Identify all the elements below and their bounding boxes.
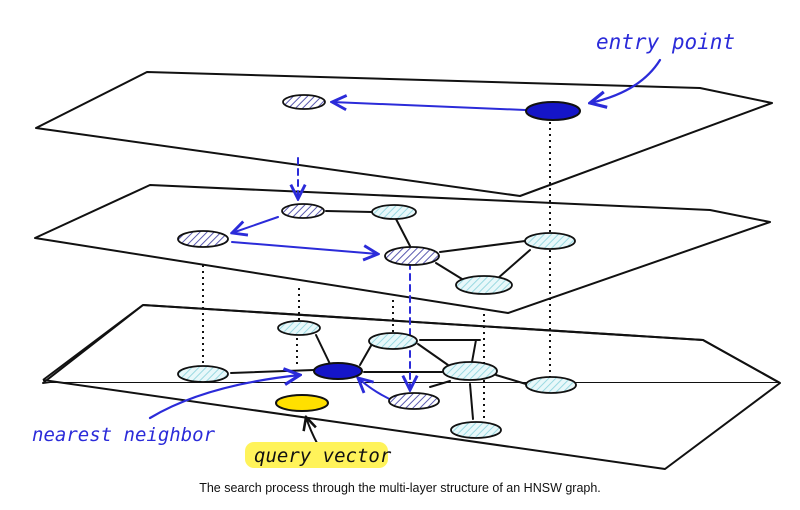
entry-point-label: entry point xyxy=(596,30,735,54)
query-vector-node xyxy=(275,394,329,412)
bottom-visited-node xyxy=(388,392,440,410)
nearest-neighbor-label: nearest neighbor xyxy=(32,424,216,446)
middle-node-2 xyxy=(524,232,576,250)
bottom-node-4 xyxy=(442,361,498,381)
bottom-node-5 xyxy=(525,376,577,394)
search-path xyxy=(148,58,662,420)
bottom-node-1 xyxy=(277,320,321,336)
figure-caption: The search process through the multi-lay… xyxy=(199,481,601,495)
middle-node-3 xyxy=(455,275,513,295)
query-pointer xyxy=(306,417,319,446)
top-layer-plane xyxy=(35,71,773,197)
top-visited-node xyxy=(282,94,326,110)
entry-point-node xyxy=(525,101,581,121)
bottom-node-6 xyxy=(450,421,502,439)
middle-visited-node-2 xyxy=(177,230,229,248)
nearest-neighbor-node xyxy=(313,362,363,380)
bottom-node-3 xyxy=(177,365,229,383)
bottom-node-2 xyxy=(368,332,418,350)
bottom-layer-plane-front xyxy=(43,383,780,469)
query-vector-highlight xyxy=(245,442,388,468)
middle-visited-node-1 xyxy=(281,203,325,219)
query-vector-label: query vector xyxy=(254,445,392,467)
middle-node-1 xyxy=(371,204,417,220)
middle-layer-edges xyxy=(325,210,531,280)
middle-visited-node-3 xyxy=(384,246,440,266)
